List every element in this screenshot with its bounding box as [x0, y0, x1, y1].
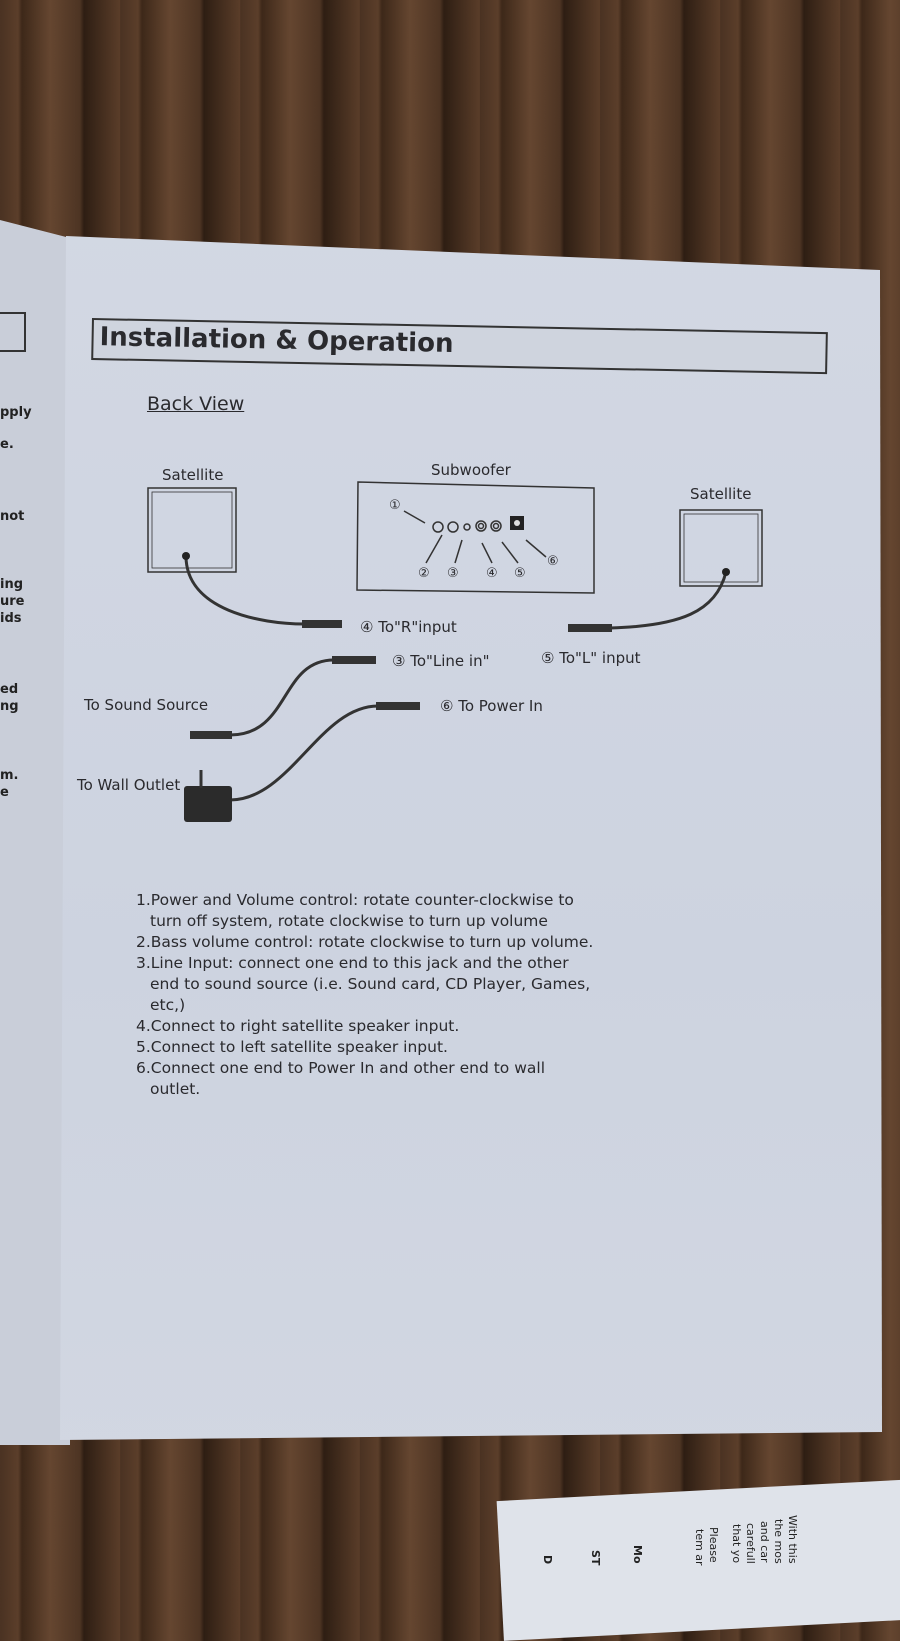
section-heading: Back View	[147, 393, 245, 415]
wiring-diagram	[147, 481, 763, 822]
to-power-in-label: ⑥ To Power In	[440, 697, 543, 715]
left-fragment: ed	[0, 682, 19, 697]
card-text: the mos	[772, 1519, 785, 1564]
left-fragment: pply	[0, 405, 32, 420]
to-line-in-label: ③ To"Line in"	[392, 652, 490, 670]
card-text: that yo	[730, 1524, 743, 1564]
marker-5: ⑤	[514, 566, 526, 581]
left-fragment: e.	[0, 437, 14, 452]
list-item: 6.Connect one end to Power In and other …	[136, 1059, 546, 1098]
marker-3: ③	[447, 566, 459, 581]
marker-6: ⑥	[547, 554, 559, 569]
left-fragment: not	[0, 509, 25, 524]
left-fragment: ing	[0, 577, 24, 592]
instruction-list: 1.Power and Volume control: rotate count…	[136, 890, 596, 1100]
marker-4: ④	[486, 566, 498, 581]
left-satellite-box	[147, 487, 237, 573]
left-fragment: m.	[0, 768, 19, 783]
wall-plug-icon	[184, 786, 232, 822]
card-text: Mo	[631, 1545, 644, 1564]
to-r-input-label: ④ To"R"input	[360, 618, 457, 636]
satellite-right-label: Satellite	[690, 485, 752, 503]
left-fragment: ng	[0, 699, 19, 714]
card-text: carefull	[744, 1523, 757, 1564]
left-fragment: ure	[0, 594, 25, 609]
card-text: and car	[758, 1521, 771, 1563]
left-page-box	[0, 312, 26, 352]
satellite-left-label: Satellite	[162, 466, 224, 484]
to-wall-outlet-label: To Wall Outlet	[77, 776, 181, 794]
right-satellite-box	[679, 509, 763, 587]
list-item: 1.Power and Volume control: rotate count…	[136, 891, 574, 930]
card-text: Please	[707, 1527, 720, 1563]
marker-2: ②	[418, 566, 430, 581]
to-l-input-label: ⑤ To"L" input	[541, 649, 641, 667]
left-page	[0, 220, 70, 1445]
subwoofer-box	[356, 481, 595, 594]
subwoofer-label: Subwoofer	[431, 461, 511, 479]
card-text: D	[541, 1555, 554, 1565]
list-item: 2.Bass volume control: rotate clockwise …	[136, 933, 594, 951]
list-item: 3.Line Input: connect one end to this ja…	[136, 954, 591, 1014]
to-sound-source-label: To Sound Source	[84, 696, 209, 714]
manual-page	[60, 236, 882, 1440]
left-fragment: ids	[0, 611, 22, 626]
card-text: With this	[786, 1515, 799, 1564]
card-text: tem ar	[693, 1529, 706, 1566]
marker-1: ①	[389, 498, 401, 513]
left-fragment: e	[0, 785, 9, 800]
list-item: 5.Connect to left satellite speaker inpu…	[136, 1038, 448, 1056]
list-item: 4.Connect to right satellite speaker inp…	[136, 1017, 460, 1035]
card-text: ST	[589, 1550, 602, 1566]
